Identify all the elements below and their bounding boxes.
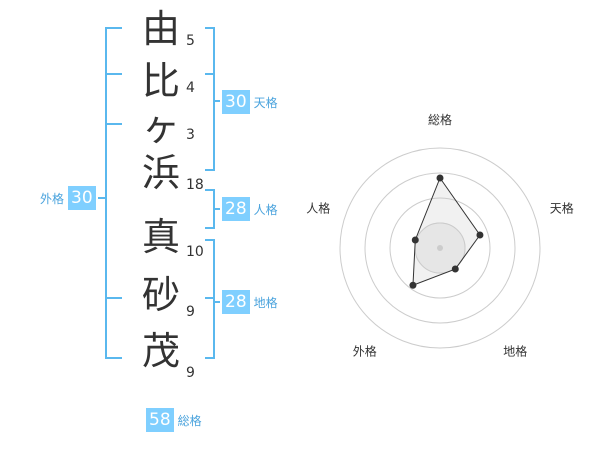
soukaku-badge: 58 総格 [146,408,202,432]
radar-axis-label-3: 地格 [503,344,527,359]
stroke-count-6: 9 [186,304,195,320]
radar-point-2 [476,231,484,239]
outer-bracket [105,27,122,359]
radar-axis-label-5: 人格 [306,200,330,215]
name-char-2: 比 [141,59,180,103]
name-char-4: 浜 [141,151,180,195]
radar-point-5 [411,236,419,244]
name-char-6: 砂 [141,273,180,317]
radar-ring-2 [389,197,491,299]
radar-point-4 [409,281,417,289]
soukaku-label: 総格 [177,413,202,428]
tenkaku-label: 天格 [253,95,278,110]
stroke-count-7: 9 [186,365,195,381]
stroke-count-5: 10 [186,244,204,260]
radar-axis-label-4: 外格 [353,344,377,359]
name-char-1: 由 [141,7,180,51]
radar-data-polygon [412,176,481,286]
radar-point-1 [436,174,444,182]
chikaku-label: 地格 [253,295,278,310]
stroke-count-3: 3 [186,127,195,143]
name-char-7: 茂 [141,329,180,373]
stroke-count-2: 4 [186,80,195,96]
stroke-count-4: 18 [186,177,204,193]
soukaku-value: 58 [146,408,174,432]
jinkaku-value: 28 [222,197,250,221]
radar-center-dot [437,245,443,251]
chikaku-value: 28 [222,290,250,314]
gaikaku-value: 30 [68,186,96,210]
gaikaku-badge: 外格 30 [40,186,96,210]
jinkaku-badge: 28 人格 [222,197,278,221]
chikaku-badge: 28 地格 [222,290,278,314]
stroke-count-1: 5 [186,33,195,49]
tenkaku-value: 30 [222,90,250,114]
radar-point-3 [451,265,459,273]
radar-ring-3 [364,172,516,324]
radar-ring-4 [339,147,541,349]
gaikaku-label: 外格 [40,191,65,206]
tenkaku-badge: 30 天格 [222,90,278,114]
radar-axis-label-2: 天格 [550,200,574,215]
radar-axis-label-1: 総格 [428,112,452,127]
jinkaku-label: 人格 [253,202,278,217]
name-char-5: 真 [141,215,180,259]
tenkaku-bracket [205,27,215,171]
name-char-3: ヶ [141,105,180,149]
